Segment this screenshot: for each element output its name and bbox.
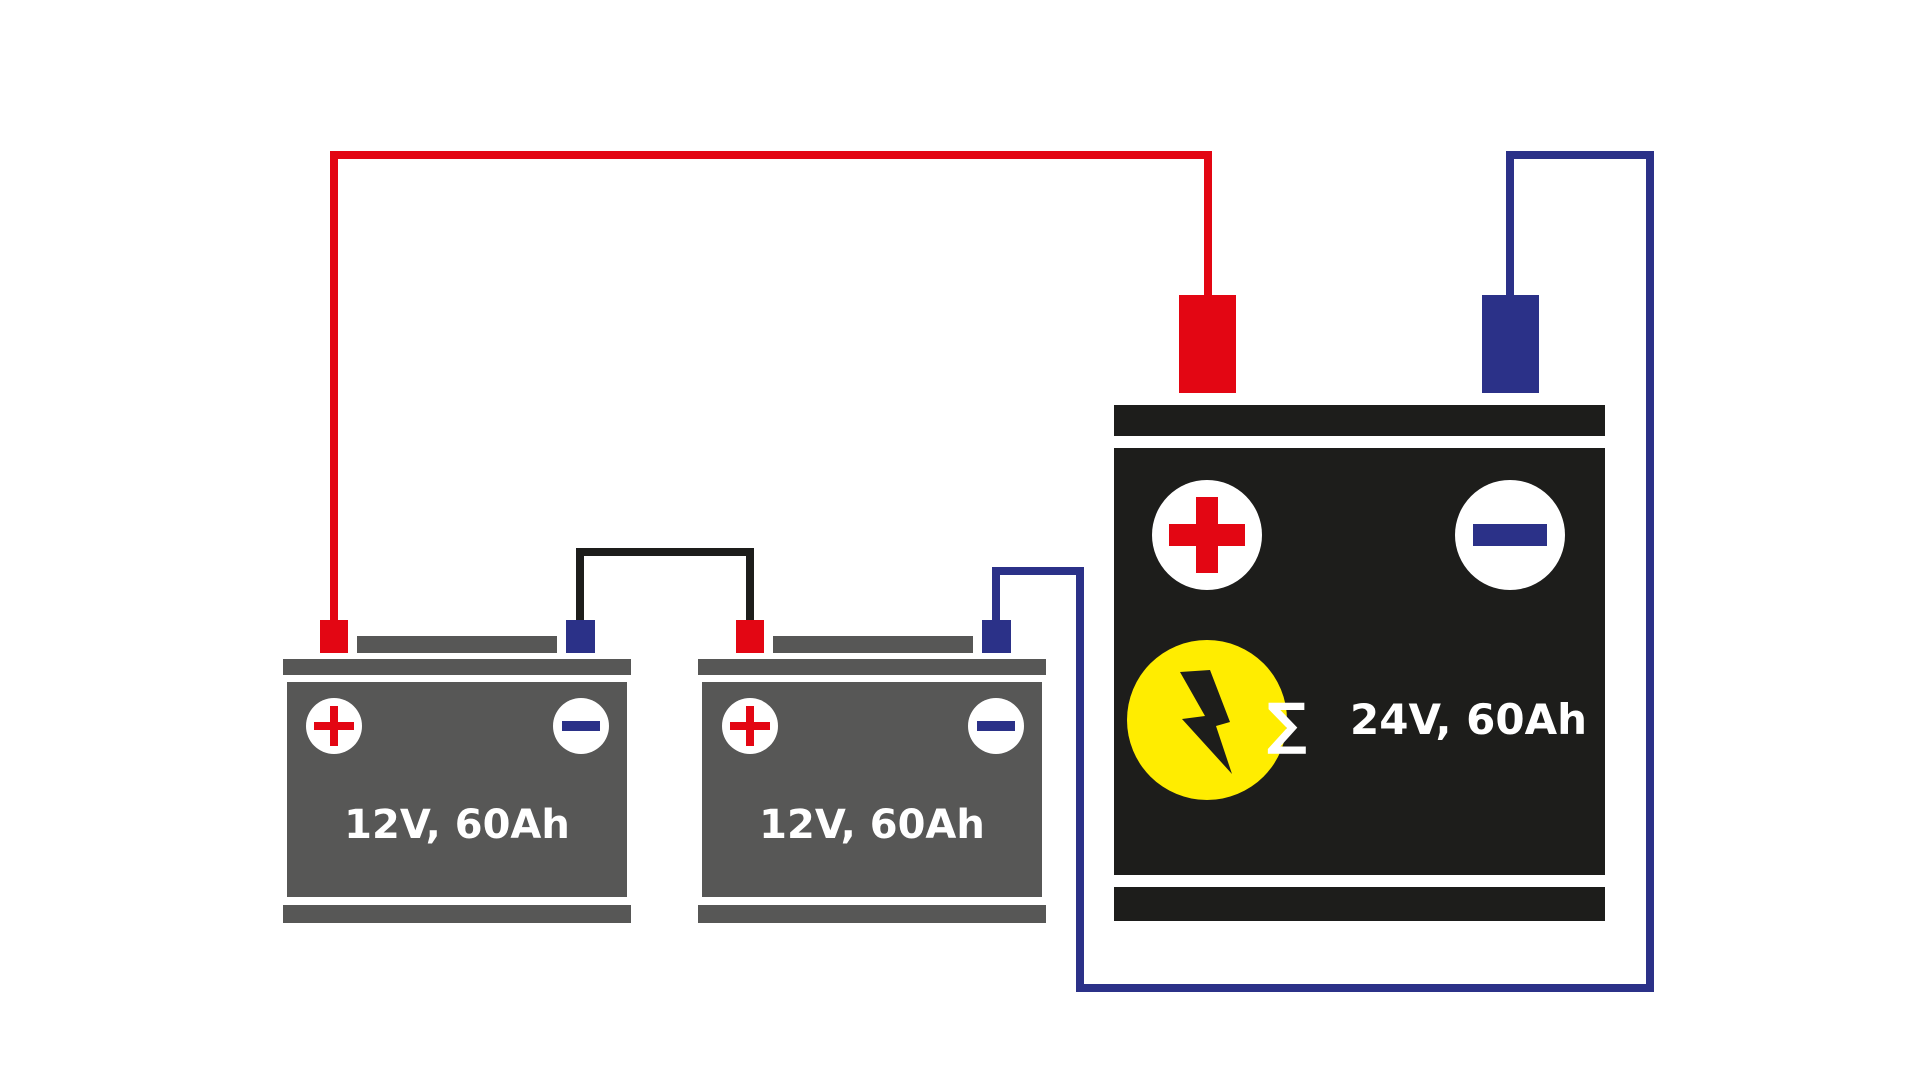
battery-2-negative-terminal	[982, 620, 1011, 653]
result-battery: ∑ 24V, 60Ah	[1114, 295, 1605, 921]
lightning-bolt-icon	[1127, 640, 1287, 800]
result-battery-lid	[1114, 405, 1605, 436]
battery-1-top-strip	[357, 636, 557, 653]
result-battery-label: 24V, 60Ah	[1350, 695, 1587, 744]
minus-icon	[1455, 480, 1565, 590]
battery-1-label: 12V, 60Ah	[344, 802, 570, 848]
result-positive-terminal	[1179, 295, 1236, 393]
battery-1-negative-terminal	[566, 620, 595, 653]
result-battery-base	[1114, 887, 1605, 921]
result-negative-terminal	[1482, 295, 1539, 393]
series-link-wire	[576, 548, 754, 620]
battery-1: 12V, 60Ah	[283, 620, 631, 923]
battery-2-lid	[698, 659, 1046, 675]
battery-2-top-strip	[773, 636, 973, 653]
battery-2-base	[698, 905, 1046, 923]
plus-icon	[722, 698, 778, 754]
battery-2-label: 12V, 60Ah	[759, 802, 985, 848]
minus-icon	[968, 698, 1024, 754]
negative-main-wire	[992, 151, 1654, 992]
positive-main-wire	[330, 151, 1212, 620]
minus-icon	[553, 698, 609, 754]
plus-icon	[306, 698, 362, 754]
plus-icon	[1152, 480, 1262, 590]
sum-symbol: ∑	[1267, 692, 1307, 757]
battery-2-positive-terminal	[736, 620, 764, 653]
battery-2: 12V, 60Ah	[698, 620, 1046, 923]
battery-1-positive-terminal	[320, 620, 348, 653]
battery-1-lid	[283, 659, 631, 675]
battery-1-base	[283, 905, 631, 923]
